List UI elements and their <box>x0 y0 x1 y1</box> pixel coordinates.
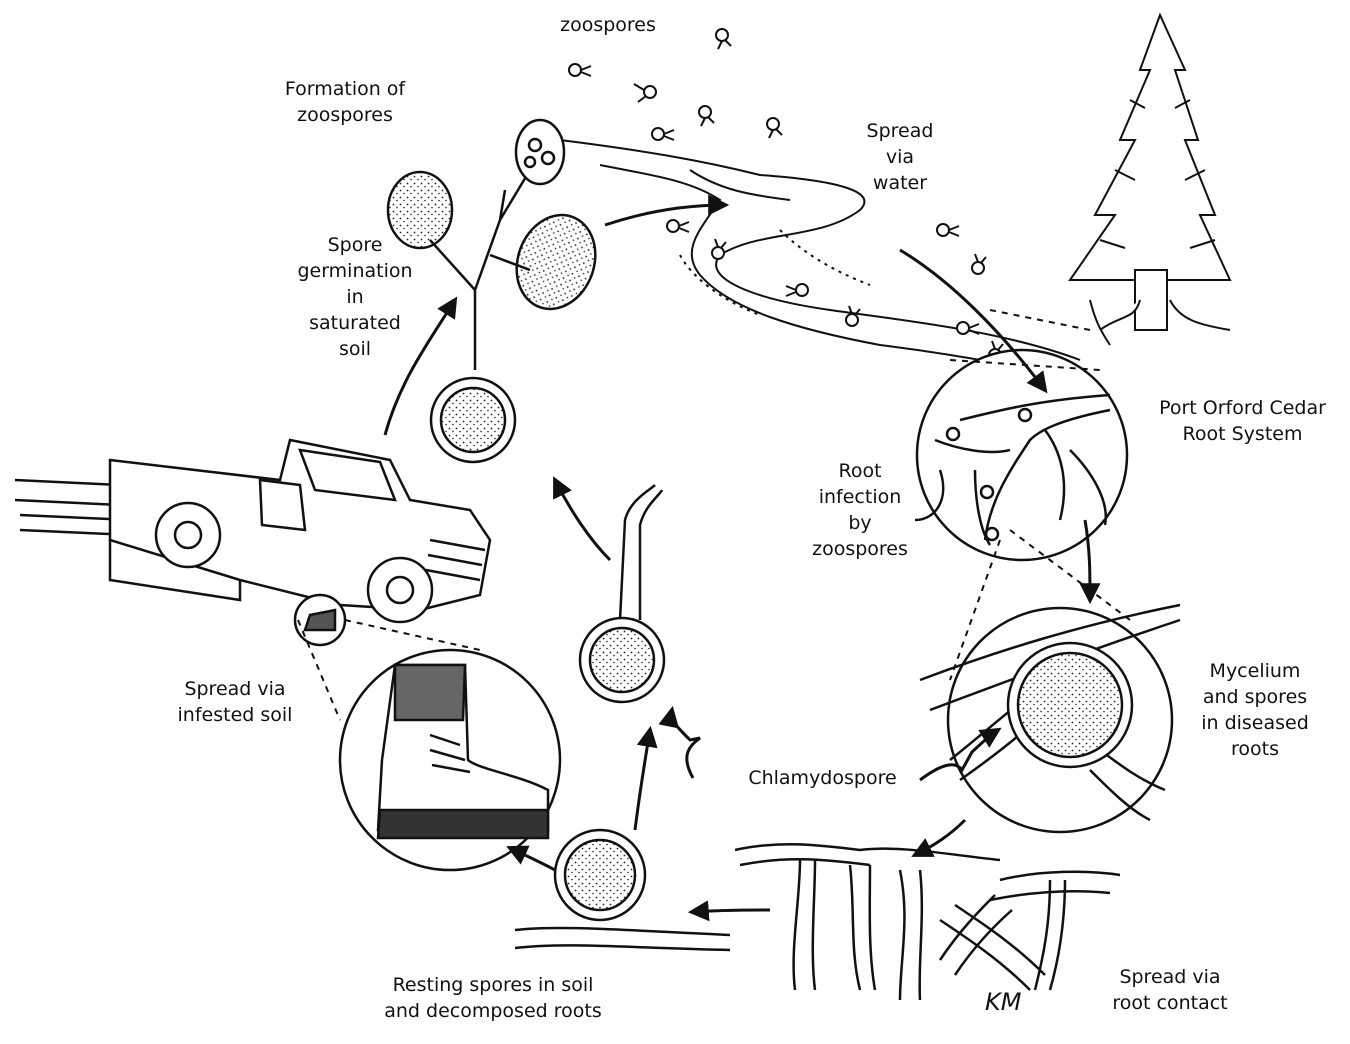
label-spread-via-root-contact-line: root contact <box>1090 990 1250 1016</box>
label-mycelium-and-spores-line: Mycelium <box>1185 658 1325 684</box>
label-formation-of-zoospores-line: zoospores <box>270 102 420 128</box>
label-spread-via-infested-soil-line: infested soil <box>165 702 305 728</box>
label-root-infection-line: zoospores <box>795 536 925 562</box>
mycelium-drawing <box>920 605 1180 832</box>
label-spore-germination-line: in <box>285 284 425 310</box>
label-mycelium-and-spores-line: and spores <box>1185 684 1325 710</box>
label-port-orford-cedar-root-system-line: Root System <box>1145 421 1340 447</box>
label-zoospores: zoospores <box>548 12 668 38</box>
label-spread-via-infested-soil-line: Spread via <box>165 676 305 702</box>
label-formation-of-zoospores-line: Formation of <box>270 76 420 102</box>
cedar-tree-drawing <box>1070 15 1230 345</box>
resting-spore-drawing <box>515 830 730 950</box>
label-mycelium-and-spores-line: roots <box>1185 736 1325 762</box>
label-resting-spores-line: Resting spores in soil <box>358 972 628 998</box>
label-port-orford-cedar-root-system-line: Port Orford Cedar <box>1145 395 1340 421</box>
chlamydospore-drawing <box>580 485 664 702</box>
label-resting-spores-line: and decomposed roots <box>358 998 628 1024</box>
artist-signature: KM <box>985 988 1022 1016</box>
label-spread-via-water-line: Spread <box>845 118 955 144</box>
label-spore-germination-line: saturated <box>285 310 425 336</box>
label-root-infection-line: Root <box>795 458 925 484</box>
stream-drawing <box>560 140 1100 385</box>
label-spore-germination-line: soil <box>285 336 425 362</box>
label-zoospores-line: zoospores <box>548 12 668 38</box>
label-root-infection-line: by <box>795 510 925 536</box>
label-spread-via-water-line: water <box>845 170 955 196</box>
label-chlamydospore-line: Chlamydospore <box>735 765 910 791</box>
truck-drawing <box>15 440 490 645</box>
root-infection-drawing <box>915 350 1127 560</box>
label-chlamydospore: Chlamydospore <box>735 765 910 791</box>
boot-drawing <box>340 650 560 870</box>
label-spore-germination-line: germination <box>285 258 425 284</box>
root-contact-drawing <box>735 844 1120 1000</box>
label-mycelium-and-spores-line: in diseased <box>1185 710 1325 736</box>
label-root-infection-line: infection <box>795 484 925 510</box>
label-spore-germination-line: Spore <box>285 232 425 258</box>
label-spread-via-root-contact-line: Spread via <box>1090 964 1250 990</box>
label-spread-via-water-line: via <box>845 144 955 170</box>
